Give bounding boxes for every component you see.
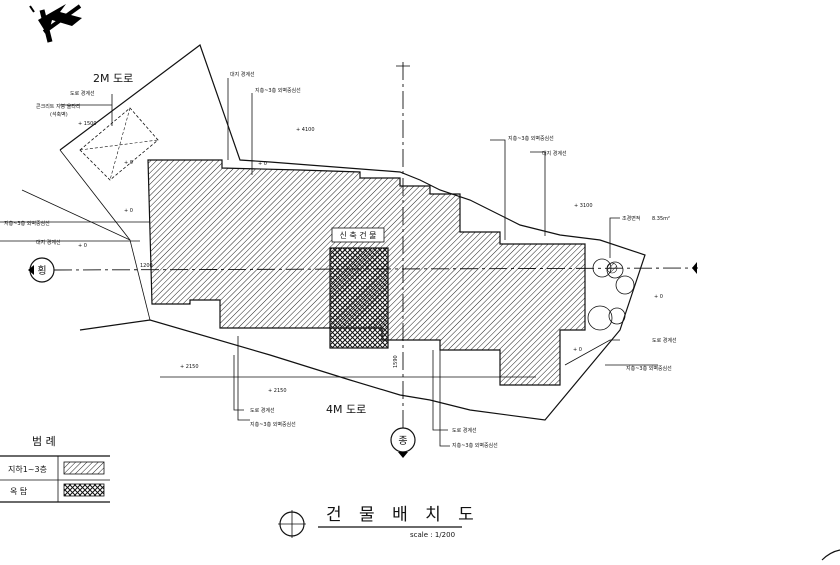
annot-setback-top: 지층~3층 외벽중심선 [255, 87, 301, 94]
legend-swatch-basement [63, 461, 105, 475]
rooftop-area [329, 247, 389, 349]
annot-bottom-road-boundary: 도로 경계선 [250, 407, 275, 414]
drawing-scale: scale : 1/200 [410, 531, 455, 539]
triangle-marker-bottom [398, 452, 408, 458]
legend-row-rooftop: 옥 탑 [10, 487, 28, 496]
annot-elev-0-d: + 0 [78, 243, 87, 249]
triangle-marker-right [692, 262, 697, 274]
horizontal-axis-marker: 횡 [29, 257, 55, 283]
corner-mark [821, 549, 840, 561]
north-arrow-icon [29, 4, 82, 43]
annot-elev-0-f: + 0 [573, 347, 582, 353]
annot-lot-boundary-top: 대지 경계선 [230, 71, 255, 78]
annot-road-boundary-2m: 도로 경계선 [70, 90, 95, 97]
annot-bottom-setback-2: 지층~3층 외벽중심선 [452, 442, 498, 449]
left-access-line [21, 189, 131, 241]
drawing-title: 건 물 배 치 도 [326, 505, 480, 525]
dim-2150-mid: + 2150 [268, 388, 287, 394]
legend: 범 례 지하1~3층 옥 탑 [0, 435, 110, 503]
annot-right-road-boundary: 도로 경계선 [652, 337, 677, 344]
new-building-label: 신 축 건 물 [339, 230, 376, 240]
annot-elev-4100: + 4100 [296, 127, 315, 133]
annot-elev-0-b: + 0 [258, 161, 267, 167]
annot-elev-3100: + 3100 [574, 203, 593, 209]
dim-2150-left: + 2150 [180, 364, 199, 370]
triangle-marker-left [28, 265, 34, 275]
annot-bottom-setback: 지층~3층 외벽중심선 [250, 421, 296, 428]
new-building-label-box [331, 227, 385, 243]
title-block: 건 물 배 치 도 scale : 1/200 [278, 505, 480, 539]
road-4m-label: 4M 도로 [326, 403, 366, 416]
road-2m-label: 2M 도로 [93, 72, 133, 85]
annot-retaining-sub: (석축벽) [50, 111, 68, 118]
annot-landscape-area: 조경면적 [622, 215, 640, 222]
horizontal-axis-line [53, 267, 699, 271]
annot-elev-1500: + 1500 [78, 121, 97, 127]
annot-right-lot: 대지 경계선 [542, 150, 567, 157]
vertical-axis-marker: 종 [390, 427, 416, 453]
leader-lines [0, 78, 658, 447]
svg-text:횡: 횡 [37, 265, 46, 277]
parking-box [79, 107, 159, 181]
dim-1590: 1590 [393, 355, 399, 368]
dim-1200: 1200 [140, 263, 153, 269]
svg-text:종: 종 [398, 435, 407, 447]
annot-landscape-value: 8.35m² [652, 216, 670, 222]
annot-elev-0-e: + 0 [654, 294, 663, 300]
site-boundary-line [59, 44, 646, 421]
annot-concrete-retaining: 콘크리트 지붕 울타리 [36, 103, 81, 110]
legend-title: 범 례 [32, 435, 56, 448]
legend-swatch-rooftop [63, 483, 105, 497]
annot-bottom-road-boundary-2: 도로 경계선 [452, 427, 477, 434]
landscape-trees [587, 258, 635, 331]
annot-right-lower-setback: 지층~3층 외벽중심선 [626, 365, 672, 372]
annot-elev-0-a: + 0 [124, 160, 133, 166]
annot-right-setback: 지층~3층 외벽중심선 [508, 135, 554, 142]
annot-left-lot: 대지 경계선 [36, 239, 61, 246]
annot-left-setback: 지층~3층 외벽중심선 [4, 220, 50, 227]
legend-row-basement: 지하1~3층 [8, 464, 47, 474]
annot-elev-0-c: + 0 [124, 208, 133, 214]
